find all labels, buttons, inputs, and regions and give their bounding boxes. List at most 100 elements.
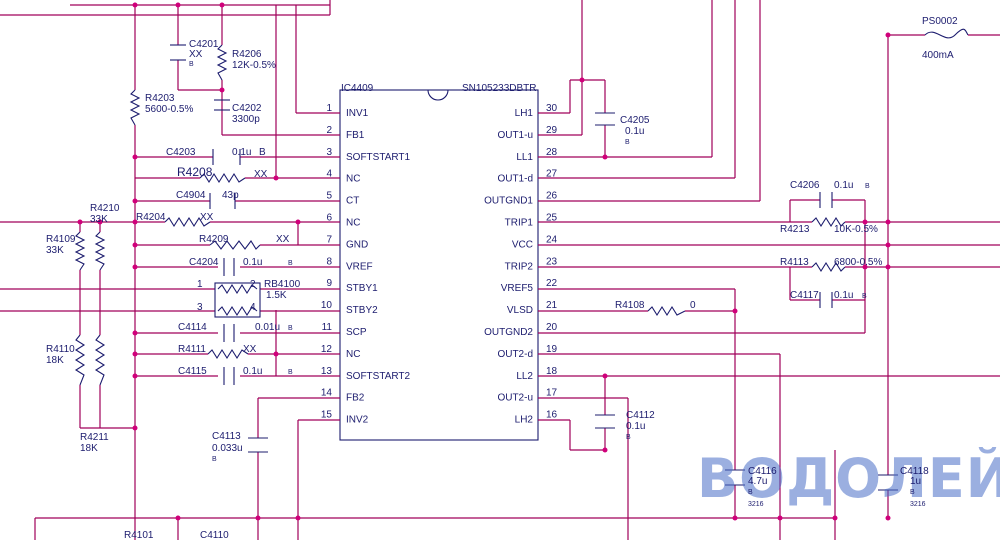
- capacitor-c4201-symbol: [170, 44, 186, 61]
- resistor-r4109-symbol: [74, 231, 86, 271]
- capacitor-c4204-symbol: [223, 258, 235, 276]
- junction-dot: [175, 515, 181, 521]
- label-r4210-value: 33K: [90, 214, 108, 225]
- ic-pin-number: 28: [546, 147, 558, 158]
- label-r4203-value: 5600-0.5%: [145, 104, 193, 115]
- ic-pin-name: NC: [346, 218, 360, 229]
- label-r4203-ref: R4203: [145, 93, 175, 104]
- junction-dot: [132, 264, 138, 270]
- ic-pin-number: 10: [321, 300, 333, 311]
- label-c4114-value: 0.01u: [255, 322, 280, 333]
- ic-pin-number: 9: [326, 278, 332, 289]
- ic-pin-name: OUTGND2: [484, 327, 533, 338]
- ic-pin-name: LH2: [515, 415, 534, 426]
- junction-dot: [862, 219, 868, 225]
- label-c4115-ref: C4115: [178, 366, 207, 377]
- label-r4204-ref: R4204: [136, 212, 166, 223]
- watermark-logo: ВОДОЛЕЙ: [697, 447, 1000, 510]
- ic-pin-number: 4: [326, 169, 332, 180]
- junction-dot: [175, 2, 181, 8]
- ic-pin-name: GND: [346, 239, 368, 250]
- ic-pin-number: 30: [546, 103, 558, 114]
- junction-dot: [777, 515, 783, 521]
- ic-pin-number: 29: [546, 125, 558, 136]
- ic-pin-name: VREF: [346, 261, 373, 272]
- label-r4111-value: XX: [243, 344, 257, 355]
- ic-pin-name: OUT2-d: [497, 349, 533, 360]
- ic-pin-number: 26: [546, 191, 558, 202]
- label-r4108-value: 0: [690, 300, 696, 311]
- ic-pin-name: FB1: [346, 130, 365, 141]
- label-c4205-ref: C4205: [620, 115, 650, 126]
- label-c4113-note: B: [212, 456, 217, 463]
- label-c4904-ref: C4904: [176, 190, 206, 201]
- junction-dot: [602, 154, 608, 160]
- junction-dot: [885, 242, 891, 248]
- ic-pin-number: 18: [546, 366, 558, 377]
- label-c4116-package: 3216: [748, 501, 764, 508]
- ic-pin-number: 14: [321, 388, 333, 399]
- label-c4112-value: 0.1u: [626, 421, 645, 432]
- label-r4213-ref: R4213: [780, 224, 810, 235]
- label-c4118-ref: C4118: [900, 466, 929, 477]
- label-c4203-ref: C4203: [166, 147, 196, 158]
- label-r4110-value: 18K: [46, 355, 64, 366]
- capacitor-c4113-symbol: [248, 437, 268, 453]
- label-c4206-ref: C4206: [790, 180, 820, 191]
- junction-dot: [97, 219, 103, 225]
- ic-part-number: SN105233DBTR: [462, 83, 536, 94]
- junction-dot: [132, 425, 138, 431]
- label-c4201-note: B: [189, 61, 194, 68]
- resistor-r4209-symbol: [209, 240, 261, 250]
- component-symbols: [74, 28, 969, 491]
- label-r4211-ref: R4211: [80, 432, 109, 443]
- resistor-r4211-symbol: [94, 334, 106, 386]
- ic-pin-name: LH1: [515, 108, 534, 119]
- label-c4118-package: 3216: [910, 501, 926, 508]
- label-c4118-note: B: [910, 489, 915, 496]
- fuse-ps0002-symbol: [924, 28, 969, 39]
- ic-pin-number: 6: [326, 213, 332, 224]
- ic-pin-name: OUTGND1: [484, 196, 533, 207]
- label-c4110-ref: C4110: [200, 530, 229, 540]
- resistor-r4110-symbol: [74, 334, 86, 386]
- resistor-r4213-symbol: [811, 216, 846, 228]
- label-r4210-ref: R4210: [90, 203, 120, 214]
- junction-dot: [862, 264, 868, 270]
- ic-notch: [427, 89, 449, 101]
- ic-pin-name: FB2: [346, 393, 365, 404]
- label-rb4100-ref: RB4100: [264, 279, 301, 290]
- junction-dot: [132, 2, 138, 8]
- capacitor-c4112-symbol: [595, 414, 615, 429]
- label-r4113-value: 6800-0.5%: [834, 257, 882, 268]
- label-c4904-value: 43p: [222, 190, 239, 201]
- junction-dot: [732, 308, 738, 314]
- label-c4114-note: B: [288, 325, 293, 332]
- ic-pin-name: VLSD: [507, 305, 533, 316]
- junction-dot: [885, 219, 891, 225]
- ic-pin-number: 8: [326, 256, 332, 267]
- junction-dot: [732, 515, 738, 521]
- capacitor-c4117-symbol: [819, 292, 833, 308]
- ic-pin-name: VCC: [512, 239, 533, 250]
- junction-dot: [295, 219, 301, 225]
- ic-refdes: IC4409: [341, 83, 374, 94]
- junction-dot: [602, 373, 608, 379]
- ic-pin-name: NC: [346, 349, 360, 360]
- label-r4101-ref: R4101: [124, 530, 154, 540]
- ic-pin-name: VREF5: [501, 283, 534, 294]
- watermark-overlay-labels: C4116 4.7u B 3216 C4118 1u B 3216: [748, 466, 929, 508]
- ic-pin-name: STBY2: [346, 305, 378, 316]
- junction-dot: [132, 154, 138, 160]
- junction-dot: [132, 242, 138, 248]
- component-labels: C4201 XX B R4206 12K-0.5% R4203 5600-0.5…: [46, 16, 958, 540]
- junction-dot: [273, 175, 279, 181]
- junction-dot: [295, 515, 301, 521]
- label-r4213-value: 10K-0.5%: [834, 224, 878, 235]
- label-c4204-note: B: [288, 260, 293, 267]
- junction-dot: [132, 330, 138, 336]
- label-r4111-ref: R4111: [178, 344, 206, 355]
- ic-pin-number: 3: [326, 147, 332, 158]
